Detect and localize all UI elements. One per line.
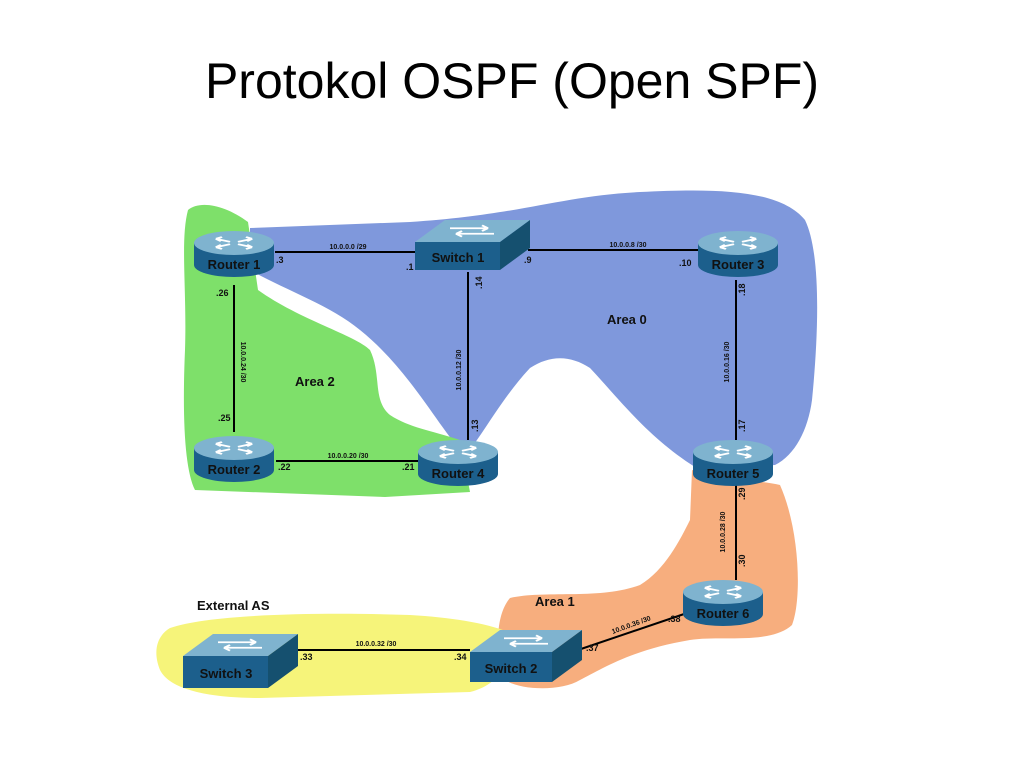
addr-s1-r3-a: .9 [524, 255, 532, 265]
area-2-label: Area 2 [295, 374, 335, 389]
addr-r1-r2-a: .26 [216, 288, 229, 298]
switch-2-label: Switch 2 [485, 661, 538, 676]
net-r1-s1: 10.0.0.0 /29 [330, 244, 367, 251]
addr-r5-r6-b: .30 [737, 554, 747, 567]
slide-title: Protokol OSPF (Open SPF) [204, 53, 820, 109]
net-r5-r6: 10.0.0.28 /30 [720, 511, 727, 552]
router-6-label: Router 6 [697, 606, 750, 621]
net-r1-r2: 10.0.0.24 /30 [239, 342, 246, 383]
switch-2[interactable]: Switch 2 [470, 630, 582, 682]
addr-r5-r6-a: .29 [737, 487, 747, 500]
addr-s1-r3-b: .10 [679, 258, 692, 268]
addr-r1-s1-a: .3 [276, 255, 284, 265]
router-5-label: Router 5 [707, 466, 760, 481]
router-4-label: Router 4 [432, 466, 486, 481]
net-s1-r3: 10.0.0.8 /30 [610, 242, 647, 249]
router-2-label: Router 2 [208, 462, 261, 477]
addr-s3-s2-a: .33 [300, 652, 313, 662]
addr-s3-s2-b: .34 [454, 652, 467, 662]
router-3-label: Router 3 [712, 257, 765, 272]
router-4[interactable]: Router 4 [418, 440, 498, 486]
area-1-label: Area 1 [535, 594, 575, 609]
net-r2-r4: 10.0.0.20 /30 [328, 453, 369, 460]
router-1-label: Router 1 [208, 257, 261, 272]
addr-s1-r4-b: .13 [470, 419, 480, 432]
addr-r2-r4-b: .21 [402, 462, 415, 472]
router-1[interactable]: Router 1 [194, 231, 274, 277]
router-3[interactable]: Router 3 [698, 231, 778, 277]
addr-s1-r4-a: .14 [474, 276, 484, 289]
addr-r2-r4-a: .22 [278, 462, 291, 472]
router-6[interactable]: Router 6 [683, 580, 763, 626]
link-r6-s2 [577, 611, 691, 651]
net-s1-r4: 10.0.0.12 /30 [456, 349, 463, 390]
net-r3-r5: 10.0.0.16 /30 [724, 341, 731, 382]
switch-3[interactable]: Switch 3 [183, 634, 298, 688]
area-2-region [183, 204, 471, 497]
addr-r1-s1-b: .1 [406, 262, 414, 272]
addr-r6-s2-a: .38 [668, 614, 681, 624]
net-s3-s2: 10.0.0.32 /30 [356, 641, 397, 648]
external-as-label: External AS [197, 598, 270, 613]
area-0-region [250, 190, 818, 471]
router-5[interactable]: Router 5 [693, 440, 773, 486]
router-2[interactable]: Router 2 [194, 436, 274, 482]
switch-3-label: Switch 3 [200, 666, 253, 681]
addr-r6-s2-b: .37 [586, 643, 599, 653]
addr-r3-r5-a: .18 [737, 283, 747, 296]
addr-r1-r2-b: .25 [218, 413, 231, 423]
switch-1[interactable]: Switch 1 [415, 220, 530, 270]
area-0-label: Area 0 [607, 312, 647, 327]
switch-1-label: Switch 1 [432, 250, 485, 265]
addr-r3-r5-b: .17 [737, 419, 747, 432]
links [233, 249, 737, 651]
